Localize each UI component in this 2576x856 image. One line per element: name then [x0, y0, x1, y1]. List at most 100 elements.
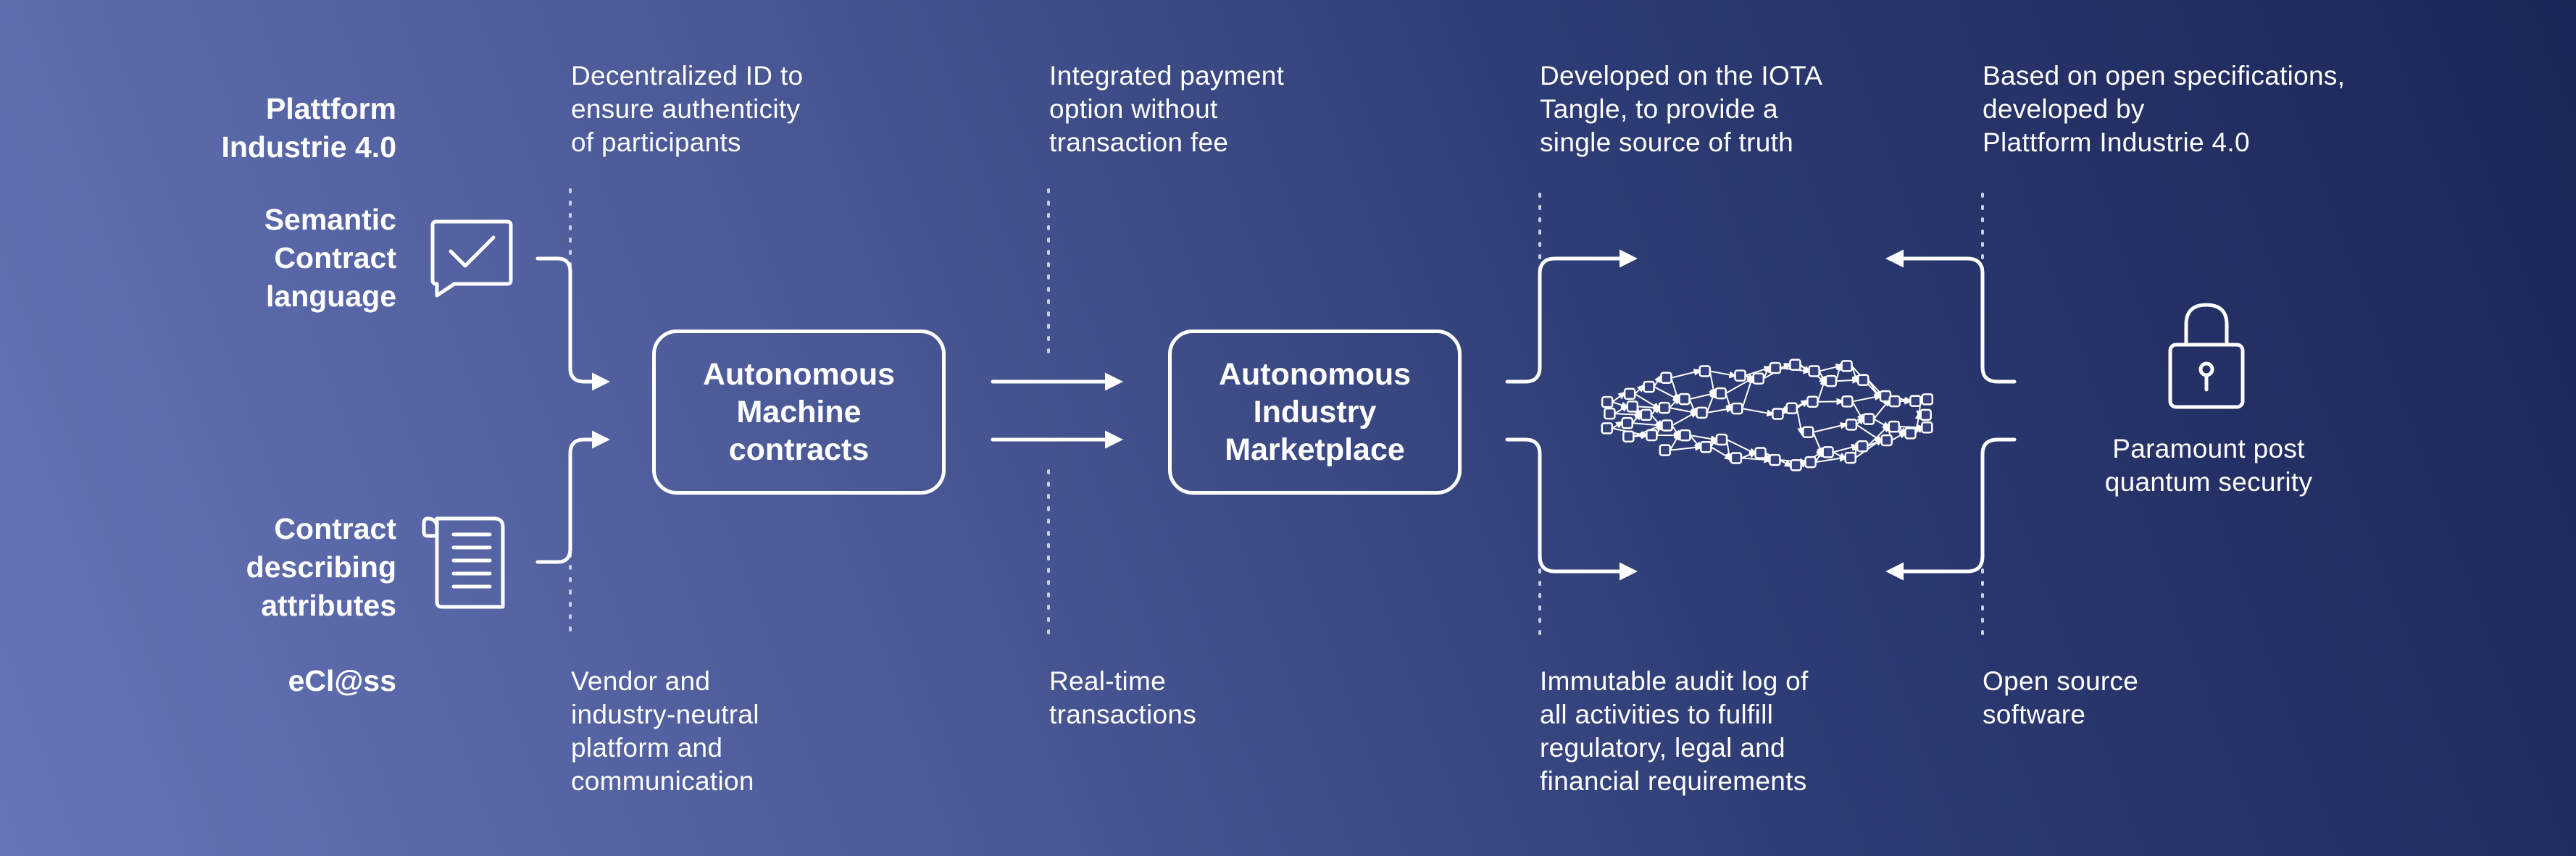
tangle-node — [1880, 434, 1893, 447]
tangle-node — [1601, 422, 1614, 435]
label-eclass: eCl@ss — [288, 664, 396, 697]
tangle-edge — [1812, 432, 1823, 456]
tangle-node — [1679, 429, 1691, 442]
tangle-node — [1841, 395, 1854, 408]
tangle-edge — [1741, 374, 1754, 409]
tangle-node — [1920, 408, 1932, 421]
tangle-node — [1921, 421, 1933, 434]
tangle-node — [1730, 452, 1743, 464]
speech-bubble-check-icon — [430, 219, 513, 298]
tangle-node — [1888, 420, 1901, 433]
tangle-edge — [1651, 414, 1664, 429]
tangle-node — [1715, 433, 1728, 446]
tangle-edge — [1780, 363, 1793, 370]
padlock-icon — [2168, 303, 2245, 409]
tangle-edge — [1833, 444, 1861, 453]
tangle-node — [1789, 358, 1801, 371]
tangle-node — [1658, 401, 1671, 414]
tangle-edge — [1796, 408, 1804, 437]
tangle-node — [1769, 453, 1781, 466]
tangle-node — [1622, 430, 1635, 443]
tangle-edge — [1670, 377, 1680, 403]
tangle-edge — [1689, 390, 1719, 400]
tangle-edge — [1835, 377, 1862, 384]
tangle-node — [1790, 459, 1802, 471]
caption-open-specifications: Based on open specifications, developed … — [1983, 61, 2346, 157]
tangle-edge — [1814, 448, 1824, 463]
tangle-node — [1822, 446, 1834, 458]
tangle-edge — [1612, 401, 1630, 409]
box-autonomous-industry-marketplace: Autonomous Industry Marketplace — [1168, 330, 1462, 495]
tangle-edge — [1671, 424, 1681, 440]
document-icon — [422, 516, 505, 609]
tangle-node — [1730, 402, 1743, 415]
tangle-edge — [1779, 459, 1793, 468]
caption-realtime: Real-time transactions — [1049, 666, 1197, 729]
connector-security-to-tangle-top — [1885, 249, 2017, 384]
tangle-edge — [1669, 395, 1681, 408]
tangle-edge — [1815, 455, 1848, 463]
tangle-edge — [1817, 377, 1827, 403]
caption-vendor-neutral: Vendor and industry-neutral platform and… — [571, 666, 759, 796]
tangle-node — [1696, 406, 1708, 419]
tangle-edge — [1612, 421, 1625, 429]
connector-attributes-to-contracts — [535, 430, 610, 564]
tangle-node — [1857, 374, 1870, 386]
tangle-node — [1921, 393, 1934, 406]
tangle-node — [1806, 395, 1819, 408]
tangle-edge — [1709, 370, 1738, 379]
tangle-node — [1660, 372, 1672, 385]
tangle-edge — [1614, 411, 1644, 419]
tangle-node — [1626, 400, 1639, 413]
tangle-edge — [1672, 410, 1699, 427]
tangle-edge — [1653, 374, 1662, 387]
tangle-edge — [1706, 389, 1717, 414]
tangle-node — [1904, 427, 1917, 440]
tangle-edge — [1852, 393, 1883, 403]
tangle-edge — [1741, 451, 1759, 459]
tangle-edge — [1891, 431, 1908, 441]
tangle-edge — [1671, 369, 1703, 379]
tangle-node — [1714, 387, 1727, 400]
tangle-edge — [1867, 438, 1885, 448]
tangle-edge — [1670, 444, 1704, 451]
label-plattform-industrie: Plattform Industrie 4.0 — [221, 92, 396, 164]
tangle-node — [1888, 395, 1901, 408]
connector-semantic-to-contracts — [535, 256, 610, 391]
caption-post-quantum-security: Paramount post quantum security — [2104, 434, 2313, 497]
tangle-node — [1862, 413, 1875, 425]
tangle-edge — [1612, 391, 1627, 403]
tangle-edge — [1819, 364, 1845, 372]
tangle-edge — [1851, 400, 1864, 423]
tangle-node — [1909, 395, 1922, 407]
tangle-edge — [1796, 399, 1810, 409]
tangle-node — [1856, 440, 1869, 453]
tangle-node — [1700, 440, 1712, 453]
tangle-edge — [1813, 422, 1849, 433]
caption-iota-tangle: Developed on the IOTA Tangle, to provide… — [1540, 61, 1823, 157]
tangle-node — [1769, 361, 1782, 374]
tangle-edge — [1669, 431, 1681, 451]
tangle-node — [1623, 387, 1636, 400]
tangle-node — [1785, 402, 1798, 415]
tangle-edge — [1856, 416, 1866, 426]
tangle-edge — [1873, 398, 1891, 420]
tangle-node — [1808, 365, 1820, 377]
tangle-edge — [1632, 421, 1665, 429]
tangle-edge — [1632, 411, 1643, 424]
tangle-edge — [1688, 398, 1697, 417]
box-autonomous-machine-contracts: Autonomous Machine contracts — [652, 330, 946, 495]
caption-open-source: Open source software — [1983, 666, 2139, 729]
tangle-node — [1601, 395, 1614, 408]
tangle-edge — [1745, 373, 1756, 381]
tangle-node — [1661, 419, 1673, 432]
tangle-edge — [1873, 418, 1892, 429]
label-contract-describing-attributes: Contract describing attributes — [246, 512, 396, 622]
tangle-edge — [1867, 423, 1891, 447]
connector-security-to-tangle-bottom — [1885, 437, 2017, 581]
tangle-node — [1752, 372, 1765, 385]
caption-integrated-payment: Integrated payment option without transa… — [1049, 61, 1285, 157]
tangle-edge — [1726, 439, 1758, 456]
tangle-node — [1845, 419, 1858, 431]
